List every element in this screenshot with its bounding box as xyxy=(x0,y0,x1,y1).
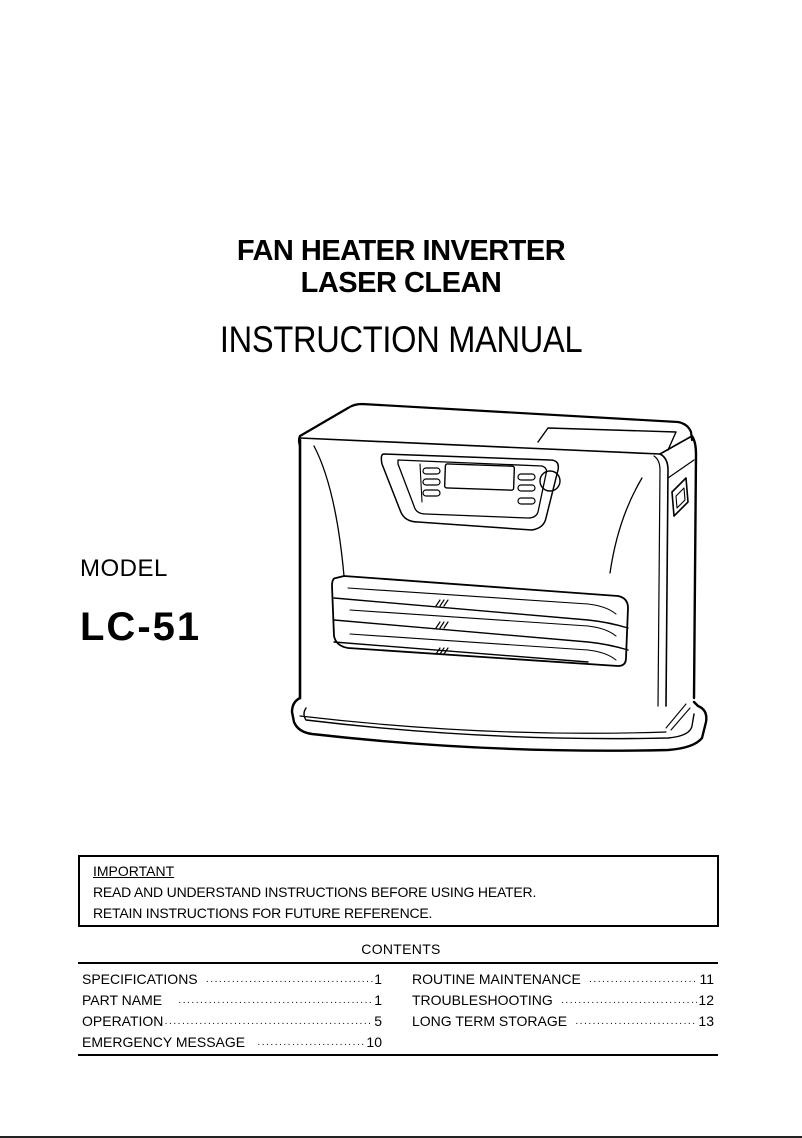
toc-label: OPERATION xyxy=(82,1013,164,1029)
toc-leader-dots: ········································… xyxy=(164,1018,374,1029)
product-name-line-1: FAN HEATER INVERTER xyxy=(236,235,566,267)
toc-left-column: SPECIFICATIONS ·························… xyxy=(82,971,382,1055)
toc-entry-long-term-storage[interactable]: LONG TERM STORAGE ······················… xyxy=(412,1013,714,1034)
contents-bottom-rule xyxy=(78,1054,718,1056)
toc-entry-part-name[interactable]: PART NAME ······························… xyxy=(82,992,382,1013)
toc-entry-routine-maintenance[interactable]: ROUTINE MAINTENANCE ····················… xyxy=(412,971,714,992)
document-title: INSTRUCTION MANUAL xyxy=(219,319,583,360)
toc-page: 12 xyxy=(698,992,714,1008)
model-number: LC-51 xyxy=(80,605,202,649)
toc-page: 11 xyxy=(699,971,714,987)
toc-label: TROUBLESHOOTING xyxy=(412,992,553,1008)
toc-right-column: ROUTINE MAINTENANCE ····················… xyxy=(412,971,714,1034)
toc-page: 1 xyxy=(374,992,382,1008)
toc-entry-emergency-message[interactable]: EMERGENCY MESSAGE ······················… xyxy=(82,1034,382,1055)
toc-leader-dots: ········································… xyxy=(205,976,374,987)
important-heading: IMPORTANT xyxy=(93,863,175,879)
toc-label: PART NAME xyxy=(82,992,163,1008)
toc-page: 5 xyxy=(374,1013,382,1029)
toc-leader-dots: ········································… xyxy=(257,1039,366,1050)
contents-top-rule xyxy=(78,962,718,964)
page-bottom-edge xyxy=(0,1136,802,1138)
model-label: MODEL xyxy=(80,555,168,582)
toc-leader-dots: ········································… xyxy=(588,976,699,987)
toc-label: ROUTINE MAINTENANCE xyxy=(412,971,581,987)
important-line-1: READ AND UNDERSTAND INSTRUCTIONS BEFORE … xyxy=(93,884,537,900)
contents-title: CONTENTS xyxy=(361,941,441,957)
toc-label: SPECIFICATIONS xyxy=(82,971,198,987)
product-name-line-2: LASER CLEAN xyxy=(300,267,502,299)
toc-leader-dots: ········································… xyxy=(560,997,698,1008)
toc-leader-dots: ········································… xyxy=(178,997,373,1008)
toc-page: 1 xyxy=(374,971,382,987)
toc-page: 13 xyxy=(698,1013,714,1029)
toc-entry-troubleshooting[interactable]: TROUBLESHOOTING ························… xyxy=(412,992,714,1013)
heater-illustration xyxy=(290,402,708,752)
toc-entry-specifications[interactable]: SPECIFICATIONS ·························… xyxy=(82,971,382,992)
toc-page: 10 xyxy=(366,1034,382,1050)
toc-label: LONG TERM STORAGE xyxy=(412,1013,568,1029)
important-notice-box: IMPORTANT READ AND UNDERSTAND INSTRUCTIO… xyxy=(78,855,719,927)
toc-label: EMERGENCY MESSAGE xyxy=(82,1034,246,1050)
important-line-2: RETAIN INSTRUCTIONS FOR FUTURE REFERENCE… xyxy=(93,905,433,921)
toc-entry-operation[interactable]: OPERATION ······························… xyxy=(82,1013,382,1034)
toc-leader-dots: ········································… xyxy=(575,1018,697,1029)
